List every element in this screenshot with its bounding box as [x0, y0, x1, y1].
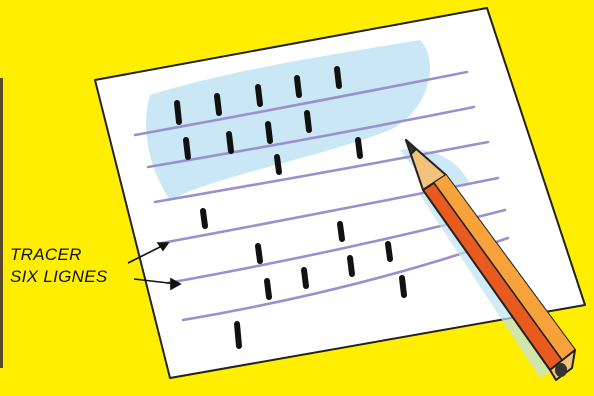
- caption-line-2: SIX LIGNES: [10, 266, 107, 288]
- caption-line-1: TRACER: [10, 244, 107, 266]
- caption: TRACER SIX LIGNES: [10, 244, 107, 288]
